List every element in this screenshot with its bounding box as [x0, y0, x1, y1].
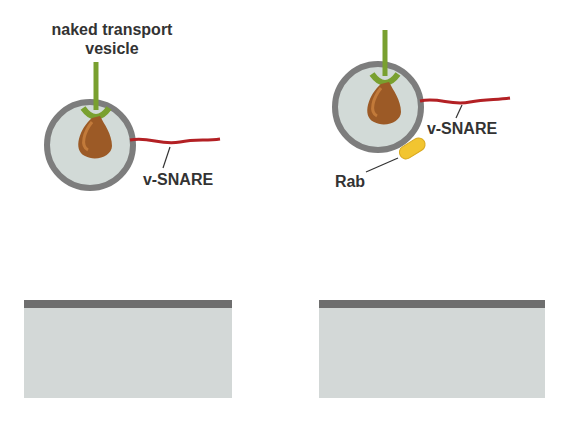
target-membrane-right	[319, 300, 545, 398]
target-membrane-left	[24, 300, 232, 398]
vesicle-left	[47, 62, 220, 188]
vesicle-label: naked transport vesicle	[47, 20, 177, 58]
vesicle-right	[335, 30, 510, 172]
snare-label: v-SNARE	[143, 170, 213, 189]
rab-label: Rab	[335, 172, 365, 191]
snare-label: v-SNARE	[427, 119, 497, 138]
